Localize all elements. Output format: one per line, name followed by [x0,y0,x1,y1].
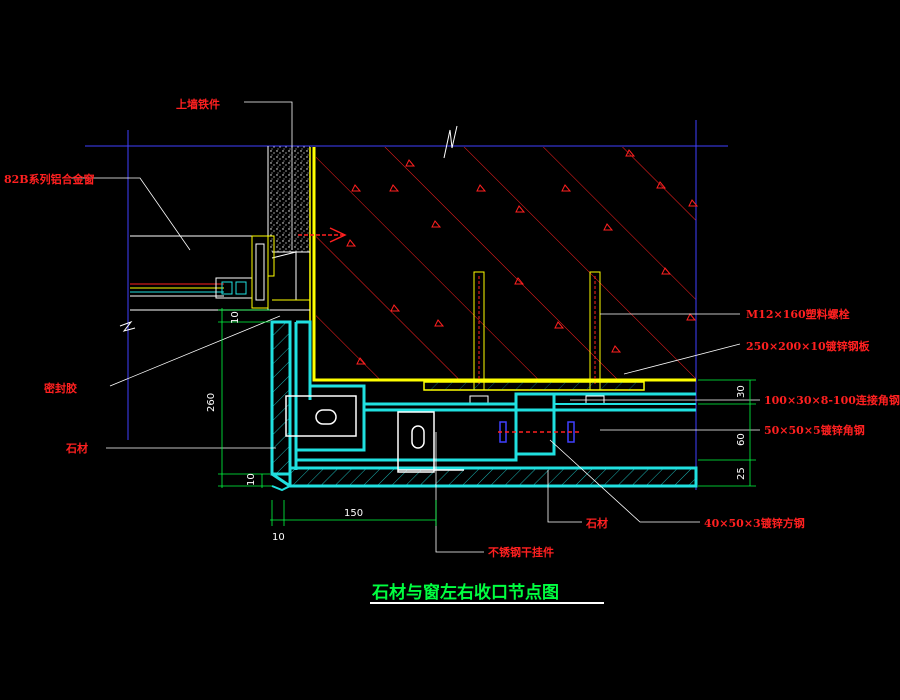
dim-10-left: 10 [272,532,285,543]
label-window-frame: 82B系列铝合金窗 [4,172,95,186]
dim-30: 30 [736,385,747,398]
label-bolt: M12×160塑料螺栓 [746,307,850,321]
dim-25: 25 [736,467,747,480]
dim-150: 150 [344,508,363,519]
label-stone-bottom: 石材 [585,516,608,530]
label-galv-angle: 50×50×5镀锌角钢 [764,423,865,437]
window-frame [130,146,310,311]
dim-260: 260 [206,393,217,412]
label-hanger: 不锈钢干挂件 [488,545,554,559]
leader-lines [72,101,760,553]
label-stone-left: 石材 [65,441,88,455]
label-sealant: 密封胶 [44,381,77,395]
embedded-plate [423,381,645,391]
dimension-lines [218,308,756,526]
stainless-hangers [285,395,580,473]
drawing-title: 石材与窗左右收口节点图 [371,582,559,603]
label-square-tube: 40×50×3镀锌方钢 [704,516,805,530]
dimension-texts: 10 260 10 150 10 30 60 25 [206,311,747,543]
label-connect-angle: 100×30×8-100连接角钢 [764,393,900,407]
steel-subframe [294,320,696,470]
dim-10-bottom: 10 [246,473,257,486]
labels: 上墙铁件 82B系列铝合金窗 密封胶 石材 M12×160塑料螺栓 250×20… [4,97,900,559]
dim-10-top: 10 [230,311,241,324]
concrete-wall [85,120,728,490]
label-plate: 250×200×10镀锌钢板 [746,339,871,353]
wall-bolt [298,227,347,243]
label-top-wall-fixing: 上墙铁件 [176,97,220,111]
dim-60: 60 [736,433,747,446]
